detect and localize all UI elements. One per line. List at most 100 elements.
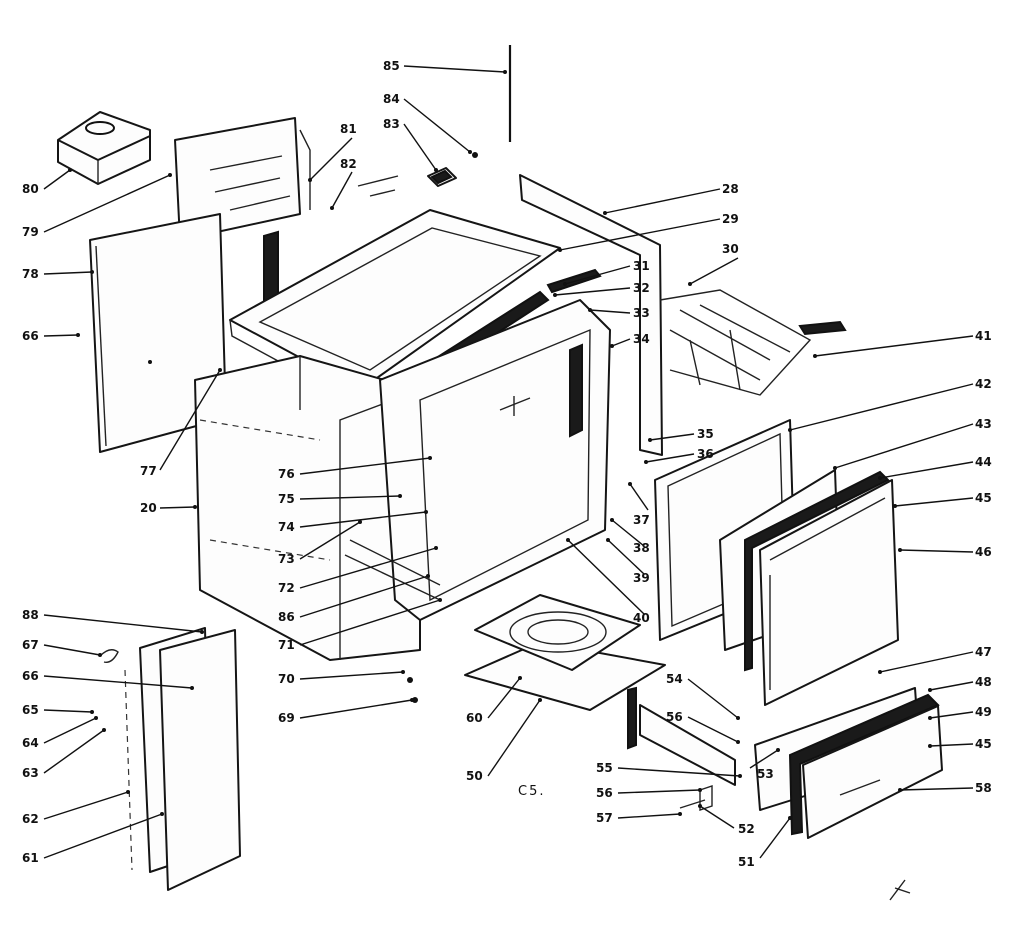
leader-arrow [503, 70, 507, 74]
leader-line [689, 257, 739, 285]
leader-arrow [898, 788, 902, 792]
leader-line [554, 287, 631, 296]
leader-arrow [893, 504, 897, 508]
callout-label: 69 [278, 711, 295, 725]
callout-label: 35 [697, 427, 714, 441]
leader-line [299, 521, 361, 560]
leader-arrow [410, 698, 414, 702]
diagram-caption: C5. [518, 784, 545, 799]
leader-line [299, 511, 427, 528]
callout-label: 56 [666, 710, 683, 724]
callout-labels: 85 84 83 81 82 80 79 78 66 77 20 28 29 3… [22, 59, 992, 869]
leader-arrow [168, 173, 172, 177]
callout-label: 83 [383, 117, 400, 131]
lower-side-panel-part [99, 627, 241, 891]
callout-label: 65 [22, 703, 39, 717]
leader-arrow [878, 476, 882, 480]
leader-line [567, 539, 645, 615]
callout-label: 41 [975, 329, 992, 343]
callout-label: 76 [278, 467, 295, 481]
leader-arrow [648, 438, 652, 442]
leader-arrow [438, 598, 442, 602]
leader-line [645, 453, 695, 463]
callout-label: 45 [975, 737, 992, 751]
leader-arrow [776, 748, 780, 752]
callout-label: 70 [278, 672, 295, 686]
callout-label: 75 [278, 492, 295, 506]
leader-line [299, 547, 437, 589]
leader-line [43, 334, 79, 337]
leader-arrow [434, 546, 438, 550]
leader-arrow [928, 716, 932, 720]
leader-arrow [606, 538, 610, 542]
callout-label: 58 [975, 781, 992, 795]
leader-line [43, 675, 193, 689]
callout-label: 28 [722, 182, 739, 196]
callout-label: 56 [596, 786, 613, 800]
leader-line [331, 171, 353, 209]
rack-part [659, 289, 847, 396]
leader-line [749, 749, 779, 769]
leader-arrow [788, 816, 792, 820]
leader-arrow [628, 482, 632, 486]
leader-arrow [833, 466, 837, 470]
leader-arrow [698, 804, 702, 808]
callout-label: 74 [278, 520, 295, 534]
callout-label: 48 [975, 675, 992, 689]
leader-line [403, 123, 437, 171]
leader-arrow [878, 670, 882, 674]
leader-arrow [424, 510, 428, 514]
leader-line [43, 644, 101, 656]
leader-arrow [218, 368, 222, 372]
leader-line [834, 423, 974, 469]
callout-label: 57 [596, 811, 613, 825]
leader-arrow [98, 653, 102, 657]
leader-line [699, 805, 735, 829]
leader-arrow [588, 308, 592, 312]
leader-line [604, 188, 721, 214]
leader-arrow [193, 505, 197, 509]
leader-line [43, 813, 163, 859]
leader-arrow [200, 630, 204, 634]
leader-line [299, 699, 413, 719]
callout-label: 79 [22, 225, 39, 239]
callout-label: 40 [633, 611, 650, 625]
callout-label: 34 [633, 332, 650, 346]
callout-label: 73 [278, 552, 295, 566]
callout-label: 63 [22, 766, 39, 780]
leader-arrow [434, 168, 438, 172]
leader-arrow [928, 688, 932, 692]
callout-label: 88 [22, 608, 39, 622]
leader-line [789, 383, 974, 431]
callout-label: 31 [633, 259, 650, 273]
callout-label: 77 [140, 464, 157, 478]
leader-arrow [566, 538, 570, 542]
callout-label: 32 [633, 281, 650, 295]
leader-arrow [428, 456, 432, 460]
leader-arrow [102, 728, 106, 732]
callout-label: 20 [140, 501, 157, 515]
callout-label: 66 [22, 329, 39, 343]
leader-line [564, 265, 631, 285]
leader-arrow [558, 248, 562, 252]
leader-arrow [90, 270, 94, 274]
leader-arrow [563, 282, 567, 286]
leader-arrow [308, 178, 312, 182]
callout-label: 72 [278, 581, 295, 595]
callout-label: 42 [975, 377, 992, 391]
leader-arrow [788, 428, 792, 432]
callout-label: 51 [738, 855, 755, 869]
callout-label: 49 [975, 705, 992, 719]
callout-label: 78 [22, 267, 39, 281]
leader-line [487, 677, 521, 719]
leader-arrow [401, 670, 405, 674]
leader-arrow [358, 520, 362, 524]
leader-line [899, 549, 974, 553]
callout-label: 62 [22, 812, 39, 826]
leader-line [899, 787, 974, 791]
leader-line [879, 651, 974, 673]
leader-line [43, 169, 71, 190]
leader-line [43, 729, 105, 774]
mark-part [889, 879, 911, 901]
screw-part-3 [412, 697, 418, 703]
